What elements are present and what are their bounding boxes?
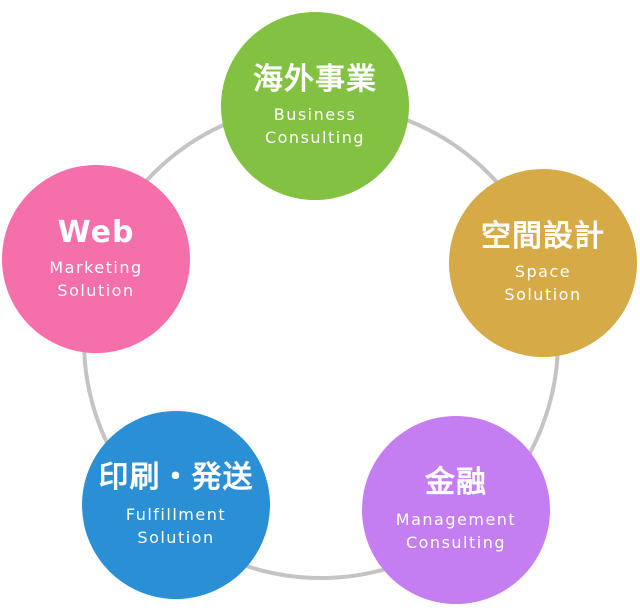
node-subtitle-line2: Consulting: [264, 128, 366, 148]
node-subtitle-line2: Solution: [57, 281, 135, 301]
node-title: Web: [57, 214, 135, 250]
node-subtitle-line1: Fulfillment: [125, 505, 227, 525]
node-subtitle-line1: Marketing: [49, 258, 143, 278]
node-subtitle-line2: Solution: [137, 528, 215, 548]
node-subtitle-line1: Management: [395, 510, 517, 530]
node-subtitle-line2: Solution: [504, 285, 582, 305]
node-title: 印刷・発送: [98, 459, 254, 495]
node-subtitle-line2: Consulting: [405, 533, 507, 553]
node-management-consulting: 金融 Management Consulting: [362, 416, 550, 604]
node-web-marketing: Web Marketing Solution: [2, 165, 190, 353]
node-subtitle-line1: Business: [273, 105, 357, 125]
node-subtitle-line1: Space: [514, 262, 572, 282]
node-title: 空間設計: [481, 218, 605, 254]
node-fulfillment-solution: 印刷・発送 Fulfillment Solution: [82, 411, 270, 599]
node-title: 海外事業: [253, 61, 377, 97]
node-title: 金融: [425, 464, 487, 500]
node-business-consulting: 海外事業 Business Consulting: [221, 12, 409, 200]
node-space-solution: 空間設計 Space Solution: [449, 169, 637, 357]
